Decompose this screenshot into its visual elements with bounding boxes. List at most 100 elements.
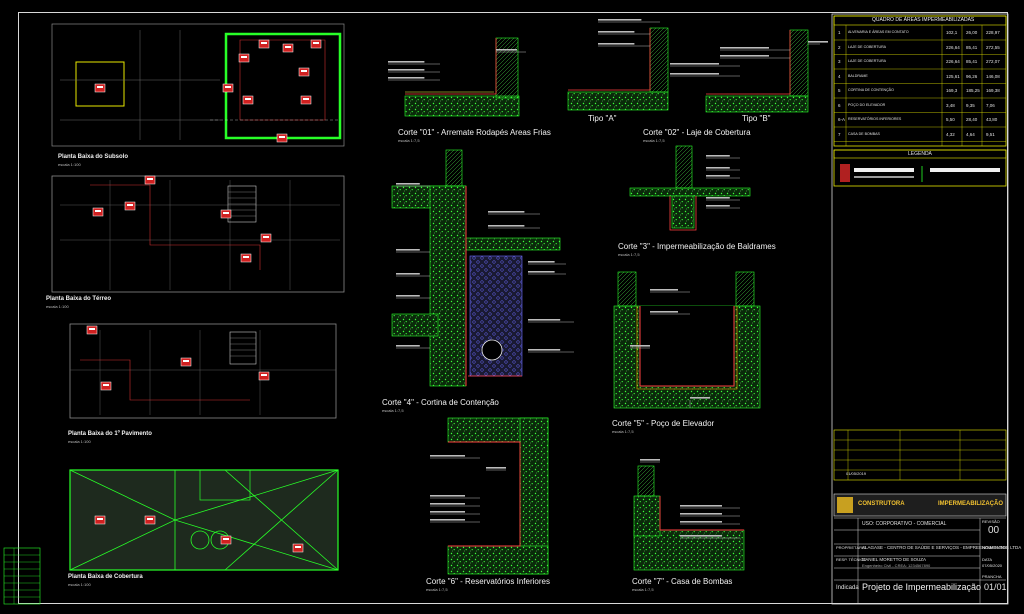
- areas-table-cell-v3: 228,97: [986, 30, 1000, 35]
- areas-table-cell-v1: 3,48: [946, 102, 955, 108]
- owner-name: ALAGASE - CENTRO DE SAÚDE E SERVIÇOS - E…: [862, 545, 1022, 550]
- annotation-text-bar: [496, 49, 517, 51]
- plan-marker-symbol: [183, 360, 189, 362]
- section-03-drawing: [629, 145, 751, 231]
- plan-marker-symbol: [97, 86, 103, 88]
- areas-table-cell-id: 6-A: [838, 117, 846, 122]
- plan-marker-symbol: [243, 256, 249, 258]
- annotation-text-bar: [808, 41, 828, 43]
- areas-table-cell-v3: 272,55: [986, 44, 1000, 50]
- areas-table-cell-id: 4: [838, 73, 841, 79]
- annotation-text-bar: [650, 289, 678, 291]
- areas-table-cell-v1: 4,32: [946, 131, 955, 137]
- annotation-text-bar: [430, 503, 465, 505]
- annotation-text-bar: [598, 43, 635, 45]
- section-caption-02: Corte "02" - Laje de Cobertura: [643, 128, 751, 137]
- plan-caption-cobertura: Planta Baixa de Cobertura: [68, 574, 143, 580]
- areas-table-cell-v2: 96,26: [966, 73, 978, 79]
- section-scale-03: escala 1:7,5: [618, 252, 640, 257]
- right-panel-frame: [831, 13, 1009, 605]
- section-scale-07: escala 1:7,5: [632, 587, 654, 592]
- annotation-text-bar: [396, 295, 420, 297]
- plan-scale-pavimento: escala 1:100: [68, 439, 91, 444]
- section-scale-04: escala 1:7,5: [382, 408, 404, 413]
- areas-table-cell-v2: 26,00: [966, 30, 978, 35]
- plan-scale-cobertura: escala 1:100: [68, 582, 91, 587]
- areas-table-cell-v1: 125,61: [946, 73, 960, 79]
- annotation-text-bar: [396, 183, 420, 185]
- plan-marker-symbol: [97, 518, 103, 520]
- areas-table-cell-area: RESERVATÓRIOS INFERIORES: [848, 117, 902, 121]
- annotation-text-bar: [598, 31, 635, 33]
- section-scale-06: escala 1:7,5: [426, 587, 448, 592]
- areas-table-cell-v2: 4,64: [966, 131, 975, 137]
- areas-table-cell-v3: 9,51: [986, 131, 995, 137]
- drawing-frame: [18, 12, 1008, 604]
- annotation-text-bar: [528, 271, 555, 273]
- areas-table-cell-id: 3: [838, 59, 841, 64]
- areas-table-cell-area: ALVENARIA E ÁREAS EM CONTATO: [848, 30, 909, 34]
- annotation-text-bar: [650, 311, 678, 313]
- annotation-text-bar: [706, 205, 730, 207]
- areas-table-cell-v3: 146,08: [986, 73, 1000, 79]
- plan-caption-terreo: Planta Baixa do Térreo: [46, 296, 112, 302]
- section-scale-01: escala 1:7,5: [398, 138, 420, 143]
- plan-marker-symbol: [223, 538, 229, 540]
- annotation-text-bar: [430, 455, 465, 457]
- annotation-text-bar: [430, 511, 465, 513]
- section-tipo-b-drawing: [705, 29, 809, 113]
- annotation-text-bar: [598, 19, 642, 21]
- section-scale-02: escala 1:7,5: [643, 138, 665, 143]
- areas-table-cell-v2: 85,41: [966, 59, 978, 64]
- annotation-text-bar: [396, 273, 420, 275]
- section-caption-04: Corte "4" - Cortina de Contenção: [382, 398, 499, 407]
- plan-caption-pavimento: Planta Baixa do 1º Pavimento: [68, 431, 152, 437]
- annotation-text-bar: [680, 505, 722, 507]
- areas-table-cell-v1: 102,1: [946, 30, 958, 35]
- areas-table-cell-area: CASA DE BOMBAS: [848, 131, 880, 136]
- rt-subtitle: Engenheiro Civil - CREA: 1234567890: [862, 563, 931, 568]
- sheet-number: 01/01: [984, 582, 1007, 592]
- annotation-text-bar: [488, 225, 525, 227]
- plan-marker-symbol: [261, 42, 267, 44]
- areas-table-cell-v3: 43,80: [986, 117, 998, 122]
- plan-marker-symbol: [225, 86, 231, 88]
- plan-marker-symbol: [95, 210, 101, 212]
- plan-marker-symbol: [241, 56, 247, 58]
- discipline-label: IMPERMEABILIZAÇÃO: [938, 501, 1003, 507]
- areas-table-cell-area: BALDRAME: [848, 73, 868, 78]
- section-scale-05: escala 1:7,5: [612, 429, 634, 434]
- areas-table-cell-id: 6: [838, 102, 841, 108]
- plan-marker-symbol: [127, 204, 133, 206]
- section-01-drawing: [404, 37, 520, 117]
- areas-table-cell-id: 2: [838, 44, 841, 50]
- annotation-text-bar: [680, 521, 722, 523]
- plan-marker-symbol: [285, 46, 291, 48]
- section-caption-07: Corte "7" - Casa de Bombas: [632, 577, 733, 586]
- section-caption-06: Corte "6" - Reservatórios Inferiores: [426, 577, 550, 586]
- annotation-text-bar: [706, 155, 730, 157]
- project-title: Projeto de Impermeabilização: [862, 582, 982, 592]
- areas-table-cell-v3: 7,06: [986, 102, 995, 108]
- areas-table-cell-area: POÇO DO ELEVADOR: [848, 102, 886, 107]
- use-text: USO: CORPORATIVO - COMERCIAL: [862, 521, 947, 527]
- plan-marker-symbol: [313, 42, 319, 44]
- annotation-text-bar: [486, 467, 506, 469]
- annotation-text-bar: [706, 175, 730, 177]
- annotation-text-bar: [528, 261, 555, 263]
- areas-table-cell-area: LAJE DE COBERTURA: [848, 44, 887, 49]
- plan-pavimento-drawing: [69, 323, 337, 419]
- annotation-text-bar: [388, 69, 425, 71]
- plan-marker-symbol: [147, 518, 153, 520]
- annotation-text-bar: [670, 73, 719, 75]
- section-04-drawing: [391, 149, 561, 387]
- areas-table-cell-v1: 226,64: [946, 44, 960, 50]
- annotation-text-bar: [680, 535, 722, 537]
- annotation-text-bar: [720, 55, 769, 57]
- areas-table-cell-v3: 169,38: [986, 88, 1000, 93]
- plan-terreo-drawing: [51, 175, 345, 293]
- plan-cobertura-drawing: [69, 469, 339, 571]
- revision-date-row: 01/05/2019: [846, 471, 867, 476]
- annotation-text-bar: [488, 211, 525, 213]
